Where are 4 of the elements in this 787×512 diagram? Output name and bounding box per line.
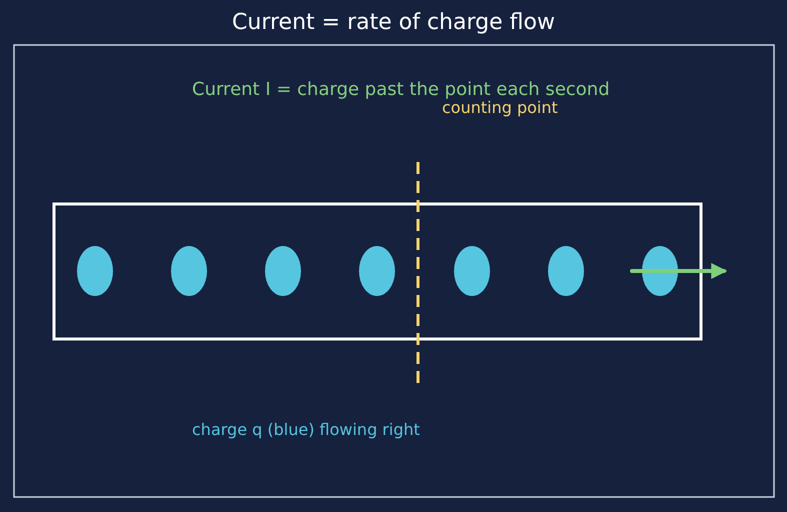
title: Current = rate of charge flow — [231, 10, 556, 36]
point-label: counting point — [442, 98, 558, 118]
charge-label: charge q (blue) flowing right — [192, 420, 420, 440]
formula-note: Current I = charge past the point each second — [192, 79, 610, 100]
